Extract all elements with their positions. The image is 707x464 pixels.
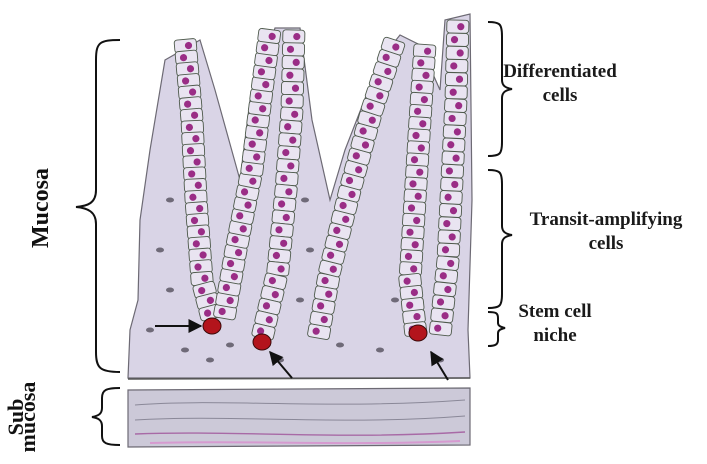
differentiated-line1: Differentiated: [465, 60, 655, 84]
epithelial-cell: [275, 171, 298, 186]
stromal-nucleus: [336, 343, 344, 348]
epithelial-cell: [282, 69, 304, 83]
stromal-nucleus: [306, 248, 314, 253]
stromal-nucleus: [301, 198, 309, 203]
epithelial-cell: [440, 177, 463, 191]
stromal-nucleus: [156, 248, 164, 253]
transit-line2: cells: [506, 232, 706, 256]
stem-line1: Stem cell: [460, 300, 650, 324]
epithelial-cell: [282, 43, 304, 57]
epithelial-cell: [446, 46, 468, 60]
transit-amplifying-label: Transit-amplifying cells: [506, 208, 706, 256]
stem-line2: niche: [460, 324, 650, 348]
epithelial-cell: [278, 133, 301, 148]
epithelial-cell: [432, 295, 455, 310]
stromal-nucleus: [296, 298, 304, 303]
mucosa-label: Mucosa: [26, 163, 56, 253]
epithelial-cell: [438, 230, 461, 244]
mucosa-bracket-icon: [76, 40, 120, 372]
epithelial-cell: [436, 255, 459, 270]
epithelial-cell: [430, 308, 453, 323]
differentiated-cells-label: Differentiated cells: [465, 60, 655, 108]
epithelial-cell: [280, 107, 303, 122]
stromal-nucleus: [181, 348, 189, 353]
epithelial-cell: [441, 164, 464, 178]
epithelial-cell: [282, 56, 304, 70]
epithelial-cell: [439, 203, 462, 217]
epithelial-cell: [442, 138, 465, 152]
epithelial-cell: [437, 243, 460, 257]
stem-cell-niche-label: Stem cell niche: [460, 300, 650, 348]
epithelial-cell: [447, 20, 469, 34]
stromal-nucleus: [226, 343, 234, 348]
epithelial-cell: [433, 282, 456, 297]
muscularis-line: [128, 378, 470, 379]
submucosa-label-line2: mucosa: [16, 377, 40, 457]
stromal-nucleus: [376, 348, 384, 353]
epithelial-cell: [429, 321, 452, 336]
epithelial-cell: [438, 217, 461, 231]
epithelial-cell: [442, 151, 465, 165]
stem-cell: [253, 334, 271, 350]
stromal-nucleus: [206, 358, 214, 363]
stromal-nucleus: [391, 298, 399, 303]
differentiated-line2: cells: [465, 84, 655, 108]
transit-line1: Transit-amplifying: [506, 208, 706, 232]
submucosa-bracket-icon: [92, 388, 120, 445]
epithelial-cell: [446, 33, 468, 47]
epithelial-cell: [440, 190, 463, 204]
epithelial-cell: [279, 120, 302, 135]
epithelial-cell: [444, 112, 467, 126]
stromal-nucleus: [146, 328, 154, 333]
epithelial-cell: [281, 81, 303, 95]
stem-cell: [203, 318, 221, 334]
stromal-nucleus: [166, 288, 174, 293]
epithelial-cell: [277, 145, 300, 160]
epithelial-cell: [443, 125, 466, 139]
epithelial-cell: [276, 158, 299, 173]
epithelial-cell: [445, 86, 467, 100]
epithelial-cell: [444, 98, 467, 112]
stromal-nucleus: [166, 198, 174, 203]
stem-cell: [409, 325, 427, 341]
epithelial-cell: [281, 94, 303, 108]
submucosa-band: [128, 388, 470, 447]
epithelial-cell: [257, 28, 281, 44]
epithelial-cell: [283, 30, 305, 44]
